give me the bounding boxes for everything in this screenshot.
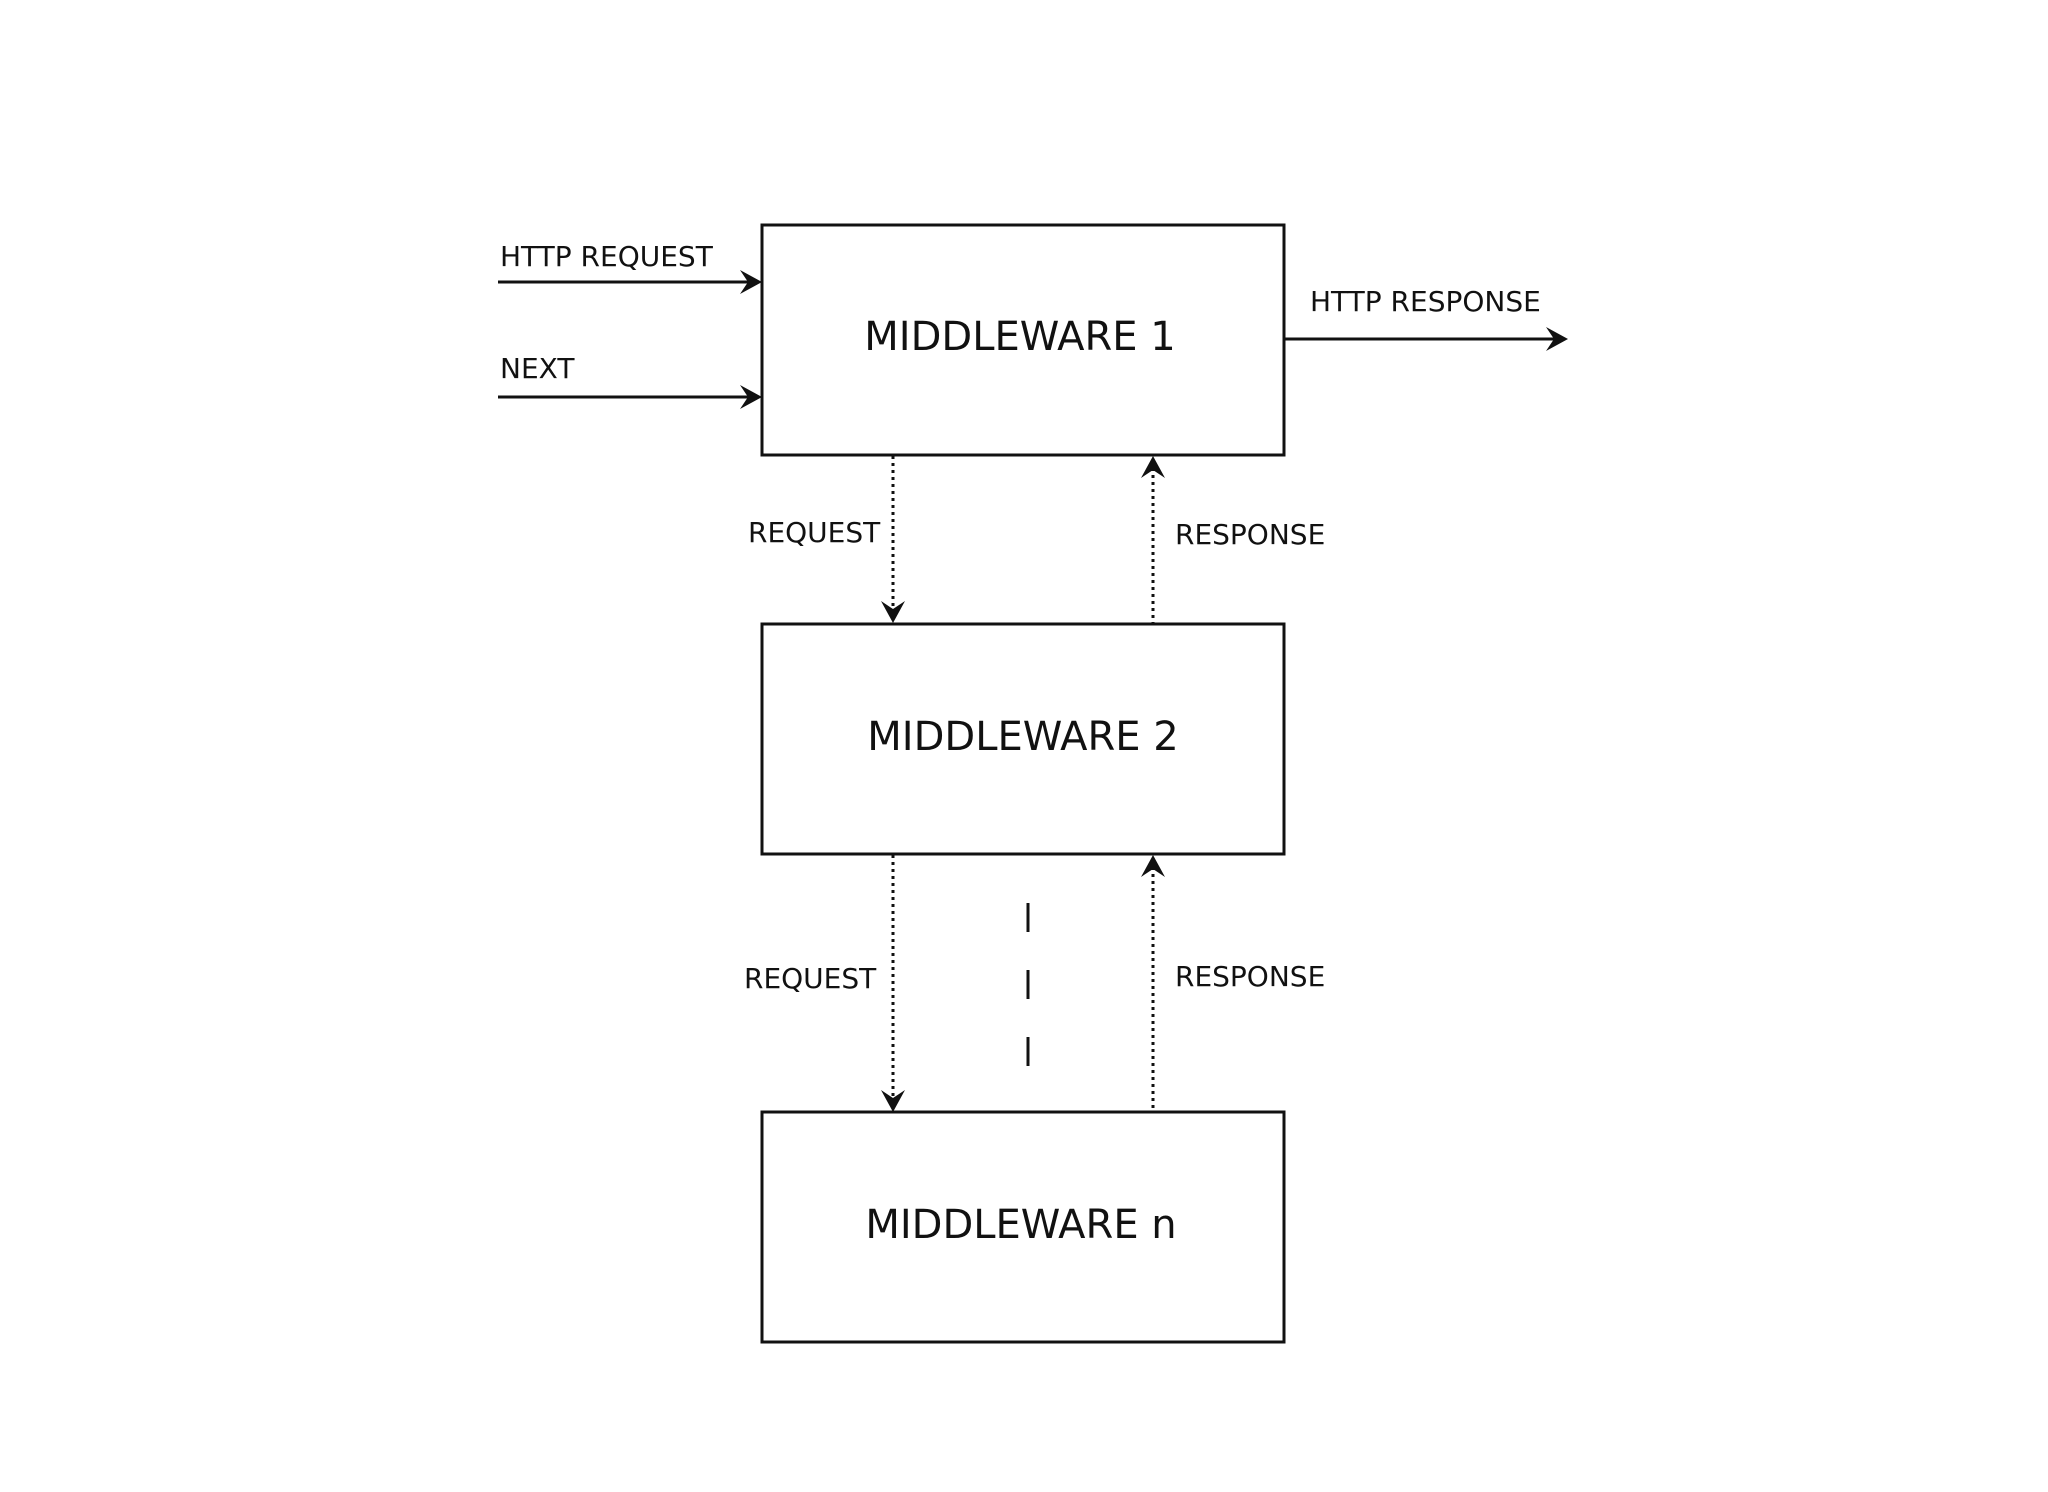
request-1-edge: REQUEST	[748, 456, 905, 623]
next-edge: NEXT	[498, 352, 762, 409]
middleware-1-node: MIDDLEWARE 1	[760, 223, 1286, 457]
arrowhead-up-icon	[1141, 456, 1165, 478]
http-request-label: HTTP REQUEST	[500, 240, 714, 273]
middleware-n-node: MIDDLEWARE n	[760, 1110, 1286, 1344]
middleware-n-label: MIDDLEWARE n	[865, 1202, 1176, 1248]
http-request-edge: HTTP REQUEST	[498, 240, 762, 294]
response-1-label: RESPONSE	[1175, 518, 1325, 551]
arrowhead-right-icon	[1546, 327, 1568, 351]
request-2-label: REQUEST	[744, 962, 877, 995]
request-2-edge: REQUEST	[744, 855, 905, 1112]
http-response-label: HTTP RESPONSE	[1310, 285, 1541, 318]
response-2-edge: RESPONSE	[1141, 855, 1325, 1112]
arrowhead-down-icon	[881, 1090, 905, 1112]
middleware-2-label: MIDDLEWARE 2	[867, 714, 1178, 760]
arrowhead-up-icon	[1141, 855, 1165, 877]
middleware-2-node: MIDDLEWARE 2	[760, 622, 1286, 856]
arrowhead-right-icon	[740, 270, 762, 294]
request-1-label: REQUEST	[748, 516, 881, 549]
middleware-1-label: MIDDLEWARE 1	[864, 314, 1175, 360]
response-2-label: RESPONSE	[1175, 960, 1325, 993]
http-response-edge: HTTP RESPONSE	[1284, 285, 1568, 351]
next-label: NEXT	[500, 352, 575, 385]
arrowhead-right-icon	[740, 385, 762, 409]
arrowhead-down-icon	[881, 601, 905, 623]
response-1-edge: RESPONSE	[1141, 456, 1325, 624]
